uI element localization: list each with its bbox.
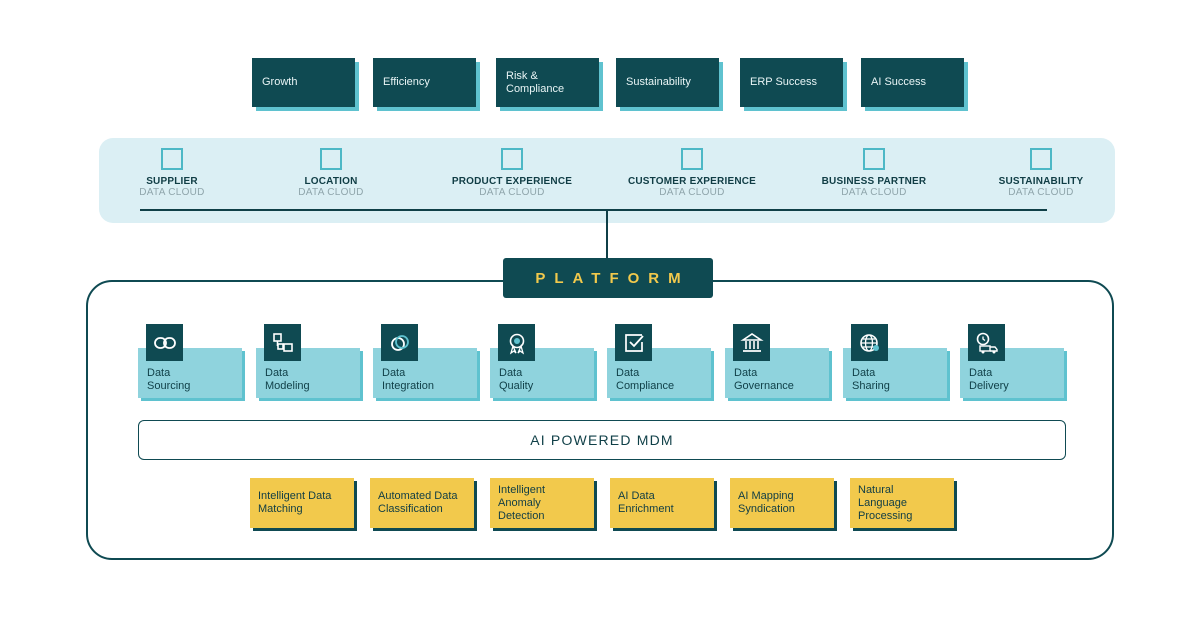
outcome-label: Sustainability bbox=[626, 76, 691, 88]
ai-powered-mdm-bar: AI POWERED MDM bbox=[138, 420, 1066, 460]
link-icon bbox=[146, 324, 183, 361]
cloud-supplier: SUPPLIER DATA CLOUD bbox=[97, 148, 247, 198]
data-cloud-band: SUPPLIER DATA CLOUD LOCATION DATA CLOUD … bbox=[99, 138, 1115, 223]
cloud-sub: DATA CLOUD bbox=[139, 187, 205, 198]
cloud-business-partner: BUSINESS PARTNER DATA CLOUD bbox=[799, 148, 949, 198]
cloud-sub: DATA CLOUD bbox=[841, 187, 907, 198]
band-connector-line bbox=[140, 209, 1047, 211]
capability-label: Data Sharing bbox=[852, 367, 890, 392]
cloud-product-experience: PRODUCT EXPERIENCE DATA CLOUD bbox=[437, 148, 587, 198]
square-icon bbox=[501, 148, 523, 170]
cloud-sub: DATA CLOUD bbox=[659, 187, 725, 198]
outcome-label: ERP Success bbox=[750, 76, 818, 88]
ai-feature-card: AI Data Enrichment bbox=[610, 478, 714, 528]
integration-icon bbox=[381, 324, 418, 361]
square-icon bbox=[863, 148, 885, 170]
capability-label: Data Compliance bbox=[616, 367, 675, 392]
capability-data-modeling: Data Modeling bbox=[256, 324, 360, 398]
ai-feature-label: AI Data Enrichment bbox=[618, 490, 674, 515]
award-icon bbox=[498, 324, 535, 361]
capability-data-delivery: Data Delivery bbox=[960, 324, 1064, 398]
ai-feature-label: Intelligent Data Matching bbox=[258, 490, 332, 515]
ai-feature-label: Automated Data Classification bbox=[378, 490, 458, 515]
ai-feature-label: Intelligent Anomaly Detection bbox=[498, 483, 546, 522]
capability-label: Data Modeling bbox=[265, 367, 310, 392]
outcome-erp-success: ERP Success bbox=[740, 58, 843, 107]
cloud-name: PRODUCT EXPERIENCE bbox=[451, 176, 573, 187]
cloud-sustainability: SUSTAINABILITY DATA CLOUD bbox=[966, 148, 1116, 198]
ai-feature-card: Natural Language Processing bbox=[850, 478, 954, 528]
cloud-name: CUSTOMER EXPERIENCE bbox=[627, 176, 757, 187]
hierarchy-icon bbox=[264, 324, 301, 361]
outcome-label: Efficiency bbox=[383, 76, 430, 88]
outcome-sustainability: Sustainability bbox=[616, 58, 719, 107]
capability-data-integration: Data Integration bbox=[373, 324, 477, 398]
outcome-label: AI Success bbox=[871, 76, 927, 88]
capability-data-sharing: Data Sharing bbox=[843, 324, 947, 398]
globe-icon bbox=[851, 324, 888, 361]
cloud-sub: DATA CLOUD bbox=[1008, 187, 1074, 198]
capability-label: Data Sourcing bbox=[147, 367, 191, 392]
platform-label: PLATFORM bbox=[503, 258, 713, 298]
outcomes-row: Growth Efficiency Risk & Compliance Sust… bbox=[252, 58, 966, 110]
capability-data-quality: Data Quality bbox=[490, 324, 594, 398]
ai-feature-card: Intelligent Anomaly Detection bbox=[490, 478, 594, 528]
cloud-name: BUSINESS PARTNER bbox=[821, 176, 927, 187]
capability-label: Data Quality bbox=[499, 367, 534, 392]
outcome-label: Risk & Compliance bbox=[506, 69, 565, 95]
cloud-location: LOCATION DATA CLOUD bbox=[256, 148, 406, 198]
outcome-ai-success: AI Success bbox=[861, 58, 964, 107]
capability-data-compliance: Data Compliance bbox=[607, 324, 711, 398]
outcome-label: Growth bbox=[262, 76, 298, 88]
outcome-growth: Growth bbox=[252, 58, 355, 107]
vertical-connector-line bbox=[606, 210, 608, 258]
ai-feature-card: AI Mapping Syndication bbox=[730, 478, 834, 528]
truck-icon bbox=[968, 324, 1005, 361]
square-icon bbox=[1030, 148, 1052, 170]
ai-feature-card: Automated Data Classification bbox=[370, 478, 474, 528]
capability-label: Data Delivery bbox=[969, 367, 1009, 392]
outcome-risk-compliance: Risk & Compliance bbox=[496, 58, 599, 107]
capability-label: Data Integration bbox=[382, 367, 434, 392]
ai-feature-label: AI Mapping Syndication bbox=[738, 490, 795, 515]
cloud-customer-experience: CUSTOMER EXPERIENCE DATA CLOUD bbox=[617, 148, 767, 198]
outcome-efficiency: Efficiency bbox=[373, 58, 476, 107]
cloud-name: SUPPLIER bbox=[146, 176, 198, 187]
cloud-sub: DATA CLOUD bbox=[298, 187, 364, 198]
capability-label: Data Governance bbox=[734, 367, 794, 392]
cloud-name: SUSTAINABILITY bbox=[998, 176, 1084, 187]
ai-feature-card: Intelligent Data Matching bbox=[250, 478, 354, 528]
cloud-sub: DATA CLOUD bbox=[479, 187, 545, 198]
square-icon bbox=[161, 148, 183, 170]
capability-data-governance: Data Governance bbox=[725, 324, 829, 398]
cloud-name: LOCATION bbox=[304, 176, 358, 187]
checkbox-icon bbox=[615, 324, 652, 361]
square-icon bbox=[681, 148, 703, 170]
square-icon bbox=[320, 148, 342, 170]
capability-data-sourcing: Data Sourcing bbox=[138, 324, 242, 398]
ai-feature-label: Natural Language Processing bbox=[858, 483, 913, 522]
building-icon bbox=[733, 324, 770, 361]
